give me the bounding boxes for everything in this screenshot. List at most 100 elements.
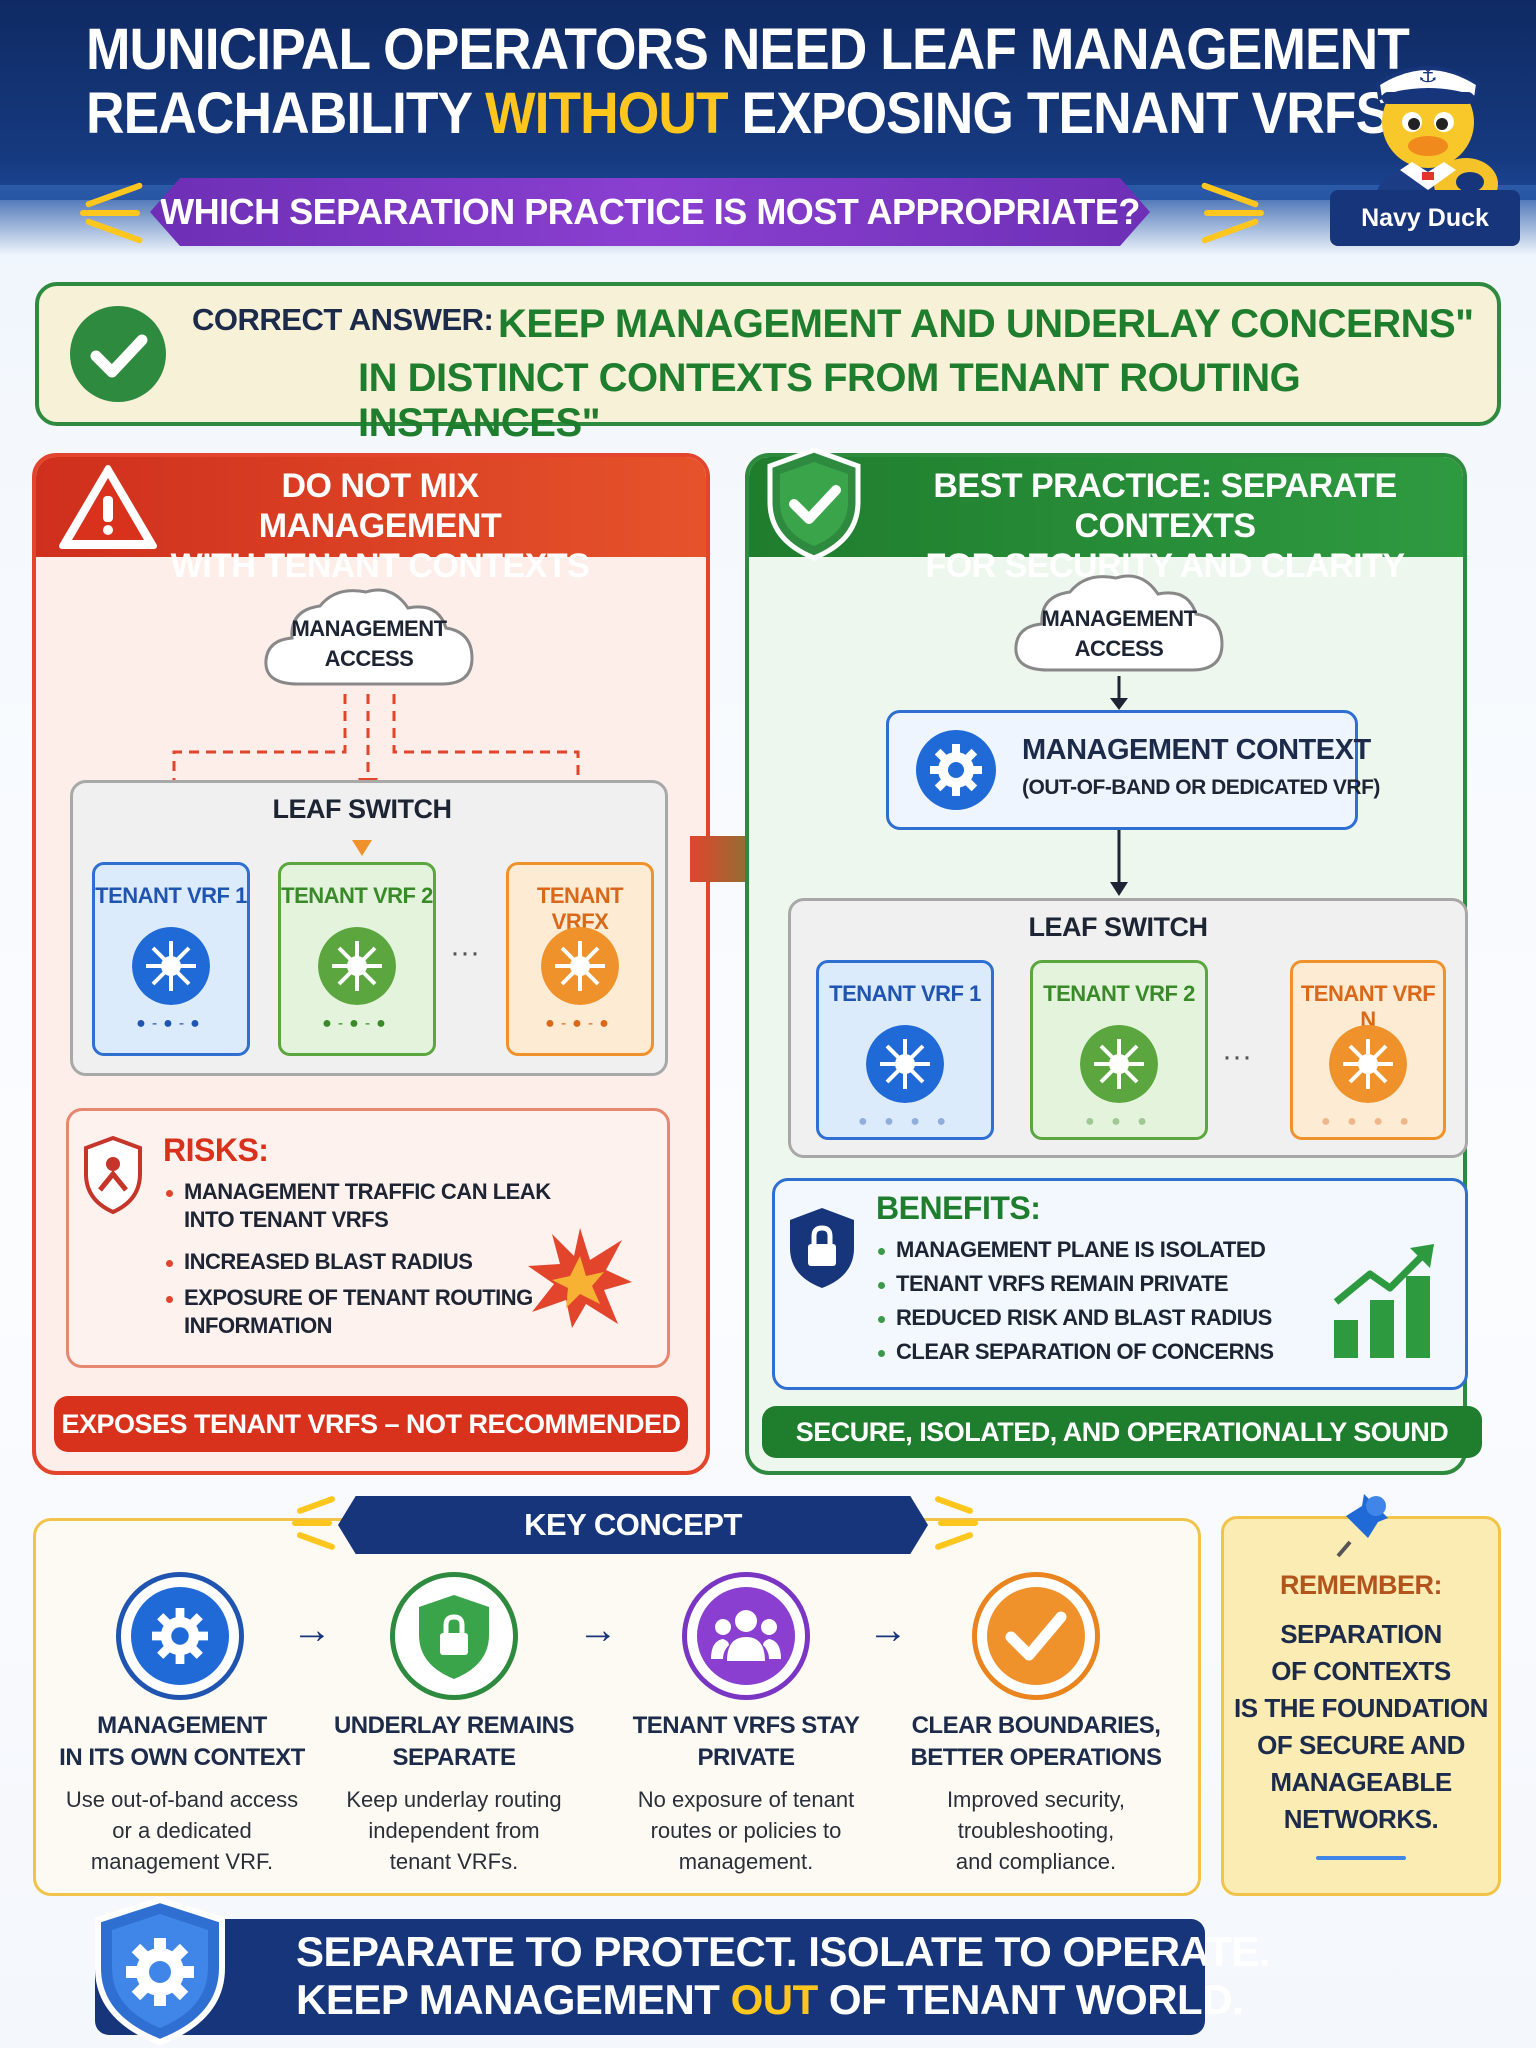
- gear-icon: [152, 1608, 208, 1664]
- key-step-title: CLEAR BOUNDARIES,BETTER OPERATIONS: [910, 1712, 1162, 1771]
- check-icon: [1005, 1611, 1067, 1661]
- arrow-tip-icon: [352, 840, 372, 856]
- bullet: [878, 1282, 885, 1289]
- remember-note: [1221, 1516, 1501, 1896]
- network-hub-icon: [318, 927, 396, 1005]
- cloud-icon: [264, 588, 474, 686]
- remember-text: OF SECURE AND: [1257, 1730, 1465, 1760]
- footer-slogan-line-2: KEEP MANAGEMENT OUT OF TENANT WORLD.: [296, 1976, 1244, 2023]
- title-highlight: WITHOUT: [485, 81, 728, 146]
- key-step-circle: [390, 1572, 518, 1700]
- good-panel-title: BEST PRACTICE: SEPARATE CONTEXTS FOR SEC…: [925, 467, 1405, 585]
- remember-text: MANAGEABLE: [1270, 1767, 1452, 1797]
- network-hub-icon: [541, 927, 619, 1005]
- remember-text: IS THE FOUNDATION: [1234, 1693, 1488, 1723]
- spark-decoration: [296, 1495, 336, 1515]
- users-icon: [711, 1610, 781, 1661]
- more-vrfs-ellipsis: ···: [1222, 1040, 1252, 1073]
- bullet: [878, 1316, 885, 1323]
- benefit-item: REDUCED RISK AND BLAST RADIUS: [896, 1305, 1272, 1330]
- spark-decoration: [934, 1495, 974, 1515]
- tenant-vrf-card: TENANT VRF 2 ● ● ●: [1030, 960, 1208, 1140]
- key-step-description: Improved security,troubleshooting,and co…: [946, 1787, 1126, 1874]
- arrow-right-icon: →: [578, 1608, 618, 1652]
- bad-panel-title: DO NOT MIX MANAGEMENT WITH TENANT CONTEX…: [170, 467, 590, 585]
- shield-lock-icon: [419, 1595, 489, 1679]
- lock-shield-icon: [790, 1208, 854, 1288]
- cloud-icon: [1014, 574, 1224, 672]
- pushpin-icon: [1336, 1494, 1388, 1558]
- answer-label: CORRECT ANSWER:: [192, 302, 494, 337]
- network-hub-icon: [1080, 1025, 1158, 1103]
- down-arrow-icon: [1110, 830, 1128, 896]
- spark-decoration: [1204, 210, 1264, 216]
- underline-decoration: [1316, 1856, 1406, 1860]
- benefits-title: BENEFITS:: [876, 1190, 1041, 1226]
- key-concept-title: KEY CONCEPT: [338, 1496, 928, 1554]
- mascot-label: Navy Duck: [1330, 190, 1520, 246]
- explosion-icon: [528, 1228, 632, 1328]
- correct-answer-box: [35, 282, 1501, 426]
- gear-icon: [916, 730, 996, 810]
- footer-slogan-line-1: SEPARATE TO PROTECT. ISOLATE TO OPERATE.: [296, 1928, 1271, 1975]
- answer-text-line-1: KEEP MANAGEMENT AND UNDERLAY CONCERNS": [498, 302, 1474, 346]
- network-hub-icon: [866, 1025, 944, 1103]
- question-banner: WHICH SEPARATION PRACTICE IS MOST APPROP…: [150, 178, 1150, 246]
- arrow-right-icon: →: [868, 1608, 908, 1652]
- tenant-vrf-card: TENANT VRF 2 ●-●-●: [278, 862, 436, 1056]
- spark-decoration: [292, 1520, 332, 1526]
- svg-text:⚓: ⚓: [1418, 63, 1438, 88]
- remember-text: NETWORKS.: [1283, 1804, 1439, 1834]
- header-banner: [0, 0, 1536, 200]
- warning-triangle-icon: [59, 465, 157, 549]
- title-line-2: REACHABILITY WITHOUT EXPOSING TENANT VRF…: [86, 81, 1405, 146]
- footer-banner: [95, 1919, 1205, 2035]
- spark-decoration: [938, 1520, 978, 1526]
- risks-title: RISKS:: [163, 1132, 269, 1168]
- key-step-circle: [972, 1572, 1100, 1700]
- network-hub-icon: [1329, 1025, 1407, 1103]
- bullet: [166, 1190, 173, 1197]
- network-hub-icon: [132, 927, 210, 1005]
- page-title: MUNICIPAL OPERATORS NEED LEAF MANAGEMENT…: [86, 17, 1410, 146]
- remember-text: SEPARATION: [1280, 1619, 1442, 1649]
- spark-decoration: [80, 210, 140, 216]
- secure-isolated-bar: SECURE, ISOLATED, AND OPERATIONALLY SOUN…: [762, 1406, 1482, 1458]
- arrow-right-icon: →: [292, 1608, 332, 1652]
- shield-check-icon: [767, 447, 861, 561]
- tenant-vrf-card: TENANT VRFX ●-●-●: [506, 862, 654, 1056]
- bullet: [878, 1248, 885, 1255]
- key-step-circle: [682, 1572, 810, 1700]
- good-panel-header: [749, 457, 1463, 557]
- benefit-item: CLEAR SEPARATION OF CONCERNS: [896, 1339, 1274, 1364]
- leaf-switch-title: LEAF SWITCH: [1028, 912, 1208, 942]
- remember-title: REMEMBER:: [1280, 1570, 1443, 1600]
- risks-box: [66, 1108, 670, 1368]
- shield-gear-icon: [95, 1896, 225, 2046]
- growth-chart-icon: [1333, 1244, 1434, 1358]
- key-step-circle: [116, 1572, 244, 1700]
- benefit-item: MANAGEMENT PLANE IS ISOLATED: [896, 1237, 1266, 1262]
- tenant-vrf-card: TENANT VRF 1 ● ● ● ●: [816, 960, 994, 1140]
- benefit-item: TENANT VRFS REMAIN PRIVATE: [896, 1271, 1229, 1296]
- leaf-switch-title: LEAF SWITCH: [272, 794, 452, 824]
- tenant-vrf-card: TENANT VRF 1 ●-●-●: [92, 862, 250, 1056]
- answer-text-line-2: IN DISTINCT CONTEXTS FROM TENANT ROUTING…: [358, 356, 1301, 445]
- management-context-subtitle: (OUT-OF-BAND OR DEDICATED VRF): [1022, 776, 1380, 799]
- remember-text: OF CONTEXTS: [1271, 1656, 1451, 1686]
- bullet: [878, 1350, 885, 1357]
- bullet: [166, 1296, 173, 1303]
- title-line-1: MUNICIPAL OPERATORS NEED LEAF MANAGEMENT: [86, 17, 1410, 82]
- management-context-title: MANAGEMENT CONTEXT: [1022, 734, 1371, 766]
- bullet: [166, 1260, 173, 1267]
